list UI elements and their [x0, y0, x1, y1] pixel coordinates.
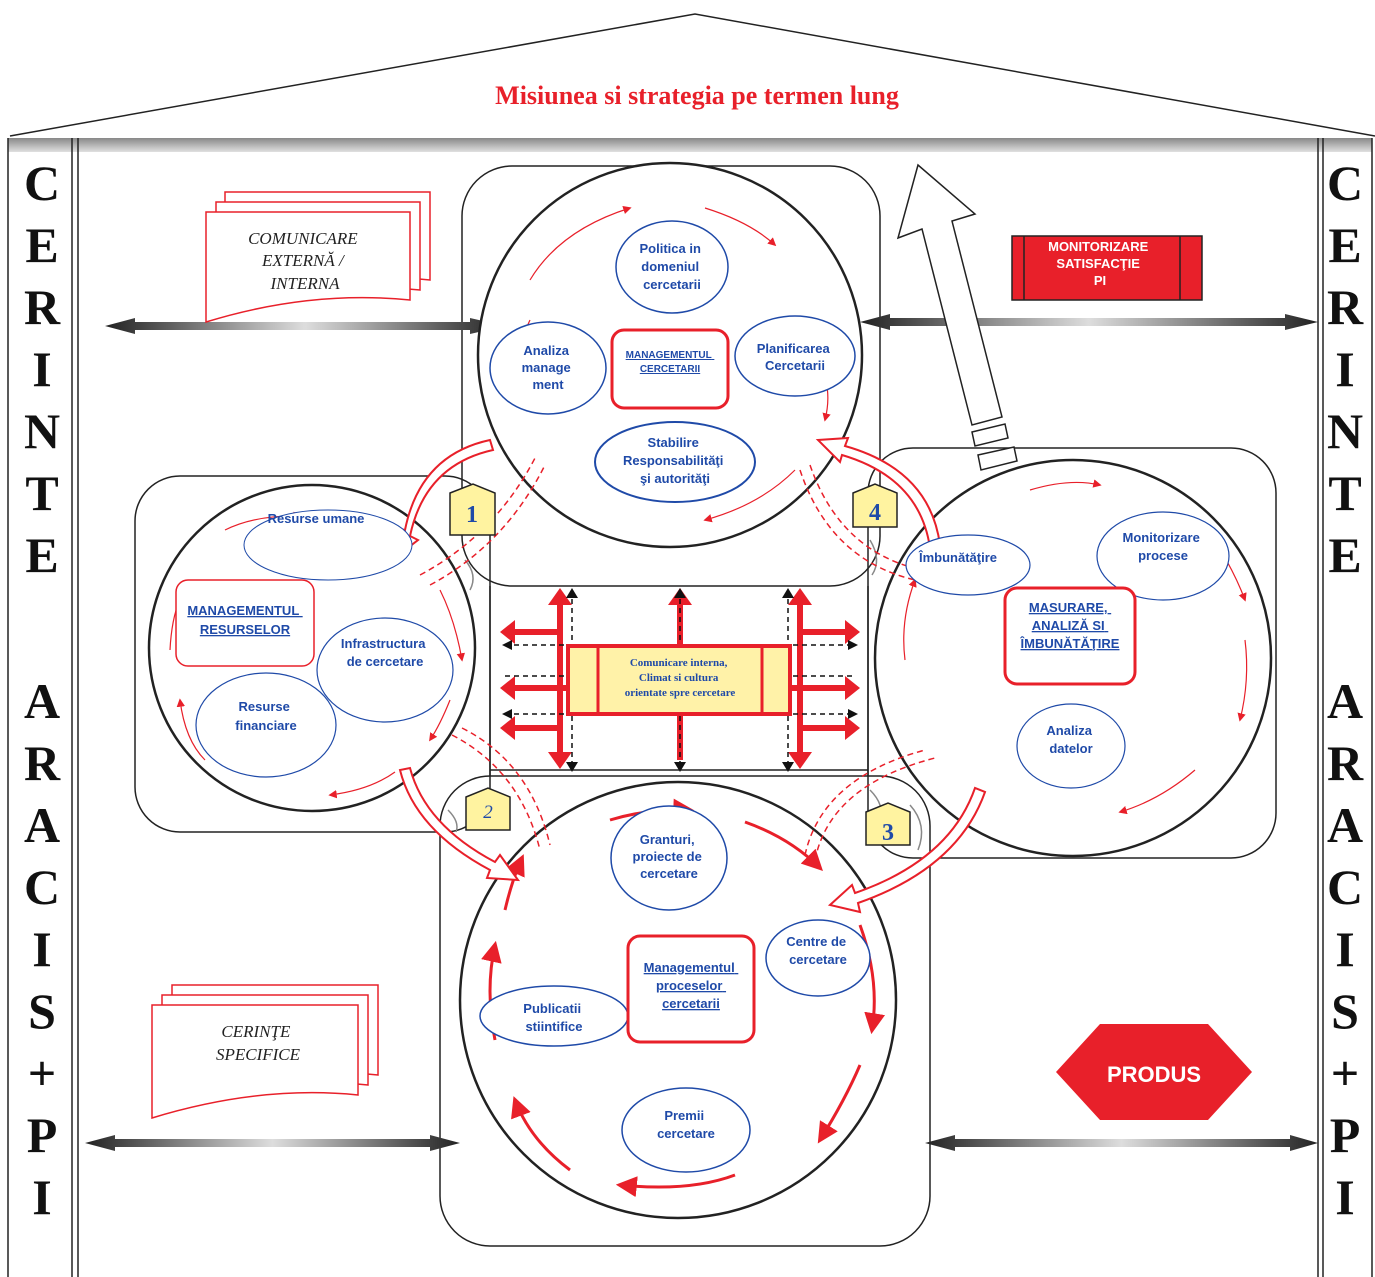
center-line-3: orientate spre cercetare [625, 687, 736, 699]
svg-text:COMUNICARE EXTERNĂ /: COMUNICARE EXTERNĂ / INTERNA [248, 229, 362, 293]
svg-text:Comunicare interna, Clim: Comunicare interna, Climat si cultura or… [625, 657, 736, 699]
item-process-monitoring: Monitorizare procese [1123, 530, 1204, 563]
item-financial-resources: Resurse financiare [235, 699, 296, 733]
center-line-2: Climat si cultura [639, 672, 719, 684]
panel-bottom [439, 775, 931, 1247]
item-responsibilities: Stabilire Responsabilităţi şi autorităţi [623, 435, 727, 486]
item-policy: Politica in domeniul cercetarii [639, 241, 704, 292]
left-pillar [7, 138, 79, 1277]
center-communication-box: Comunicare interna, Climat si cultura or… [566, 644, 792, 716]
doc-requirements-line-2: SPECIFICE [216, 1045, 301, 1064]
product-label: PRODUS [1107, 1062, 1201, 1087]
doc-requirements-line-1: CERINŢE [221, 1022, 291, 1041]
upward-arrow [896, 163, 1018, 471]
monitor-line-3: PI [1094, 273, 1106, 288]
product-hexagon: PRODUS [1056, 1024, 1252, 1120]
svg-text:1: 1 [466, 502, 478, 528]
doc-communication: COMUNICARE EXTERNĂ / INTERNA [205, 191, 431, 324]
item-grants: Granturi, proiecte de cercetare [633, 832, 706, 881]
item-planning: Planificarea Cercetarii [757, 341, 834, 373]
doc-requirements: CERINŢE SPECIFICE [151, 984, 379, 1120]
monitor-satisfaction-box: MONITORIZARE SATISFACŢIE PI [1011, 235, 1203, 301]
item-improvement: Îmbunătăţire [918, 550, 997, 565]
doc-communication-line-3: INTERNA [270, 274, 341, 293]
item-analysis: Analiza manage ment [522, 343, 575, 392]
title-measurement: MASURARE, ANALIZĂ SI ÎMBUNĂTĂŢIRE [1003, 586, 1137, 686]
svg-text:2: 2 [483, 802, 493, 823]
center-line-1: Comunicare interna, [630, 657, 728, 669]
svg-text:CERINŢE SPECIFICE: CERINŢE SPECIFICE [216, 1022, 301, 1064]
badge-2: 2 [465, 787, 511, 831]
svg-text:MANAGEMENTUL RESURSELOR: MANAGEMENTUL RESURSELOR [187, 603, 302, 637]
badge-4: 4 [852, 483, 898, 528]
roof-beam [8, 138, 1372, 152]
title: Misiunea si strategia pe termen lung [495, 81, 899, 110]
right-pillar [1317, 138, 1373, 1277]
item-infrastructure: Infrastructura de cercetare [341, 636, 429, 669]
monitor-line-1: MONITORIZARE [1048, 239, 1148, 254]
svg-text:MASURARE, ANALIZĂ SI: MASURARE, ANALIZĂ SI ÎMBUNĂTĂŢIRE [1020, 600, 1120, 651]
title-research-management: MANAGEMENTUL CERCETARII [610, 328, 730, 410]
svg-text:MANAGEMENTUL CERCETARII: MANAGEMENTUL CERCETARII [626, 350, 715, 375]
badge-1: 1 [449, 483, 496, 536]
item-research-centers: Centre de cercetare [786, 934, 850, 967]
monitor-line-2: SATISFACŢIE [1056, 256, 1140, 271]
svg-text:Managementul proceselor: Managementul proceselor cercetarii [644, 960, 739, 1011]
svg-text:4: 4 [869, 500, 881, 526]
item-awards: Premii cercetare [657, 1108, 715, 1141]
badge-3: 3 [865, 802, 911, 846]
title-process-management: Managementul proceselor cercetarii [626, 934, 756, 1044]
item-publications: Publicatii stiintifice [523, 1001, 584, 1034]
svg-text:MONITORIZARE SATISFACŢIE: MONITORIZARE SATISFACŢIE PI [1048, 239, 1152, 288]
svg-text:3: 3 [882, 820, 894, 846]
roof [9, 13, 1375, 137]
doc-communication-line-2: EXTERNĂ / [261, 251, 346, 270]
item-data-analysis: Analiza datelor [1046, 723, 1095, 756]
item-human-resources: Resurse umane [268, 511, 365, 526]
doc-communication-line-1: COMUNICARE [248, 229, 358, 248]
title-resource-management: MANAGEMENTUL RESURSELOR [175, 579, 315, 667]
